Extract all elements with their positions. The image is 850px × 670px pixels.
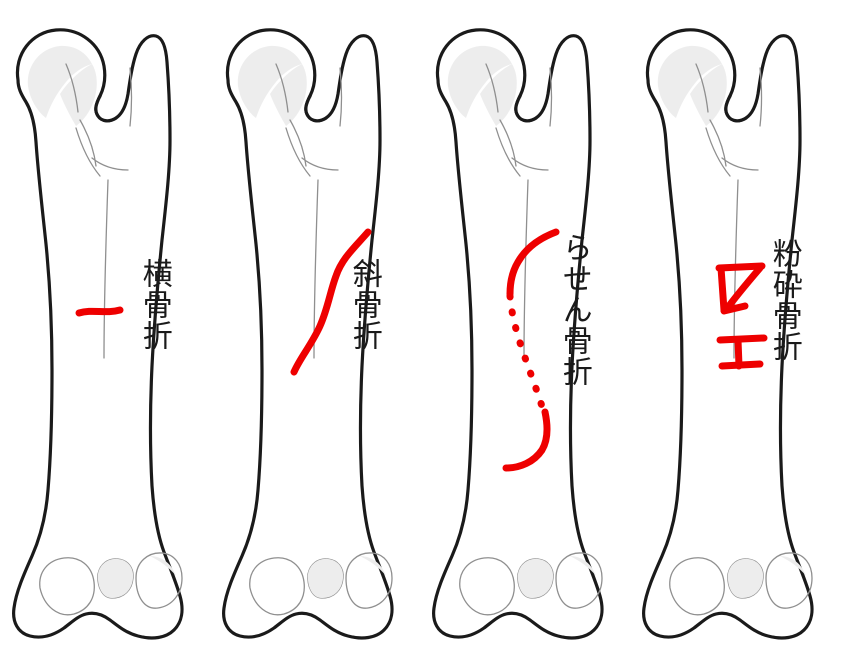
panel-spiral: [432, 28, 604, 640]
panel-label-comminuted: 粉砕骨折: [766, 238, 802, 362]
fracture-line-oblique: [290, 228, 372, 376]
fracture-line-transverse: [75, 306, 124, 317]
panel-oblique: [222, 28, 394, 640]
fracture-line-spiral: [502, 228, 560, 472]
panel-transverse: [12, 28, 184, 640]
panel-comminuted: [642, 28, 814, 640]
fracture-lines-comminuted: [715, 262, 768, 370]
panel-label-spiral: らせん骨折: [556, 232, 592, 387]
panel-label-oblique: 斜骨折: [346, 258, 382, 351]
panel-label-transverse: 横骨折: [136, 258, 172, 351]
